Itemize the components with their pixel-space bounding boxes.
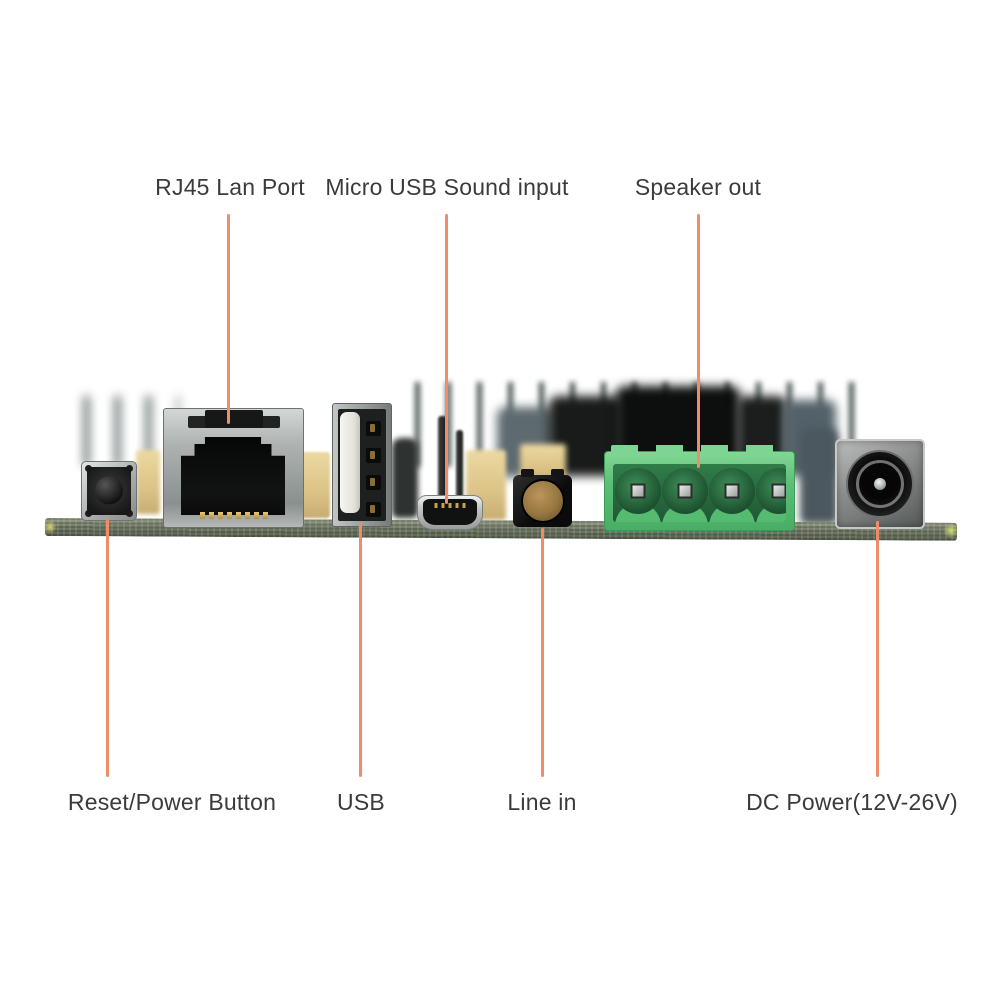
wire-connector xyxy=(136,450,160,514)
usb-a-port-component xyxy=(332,403,392,527)
dc-center-pin xyxy=(874,478,886,490)
label-rj45-lan-port: RJ45 Lan Port xyxy=(155,174,305,200)
terminal-pin xyxy=(630,483,646,499)
dc-power-jack-component xyxy=(835,439,925,529)
leader-line-dc-power xyxy=(876,521,879,777)
label-reset-power-button: Reset/Power Button xyxy=(67,789,277,815)
header-pin xyxy=(438,416,447,498)
usb-tongue xyxy=(340,412,360,513)
label-micro-usb-sound-input: Micro USB Sound input xyxy=(325,174,569,200)
jack-tab xyxy=(521,469,534,477)
terminal-socket xyxy=(756,468,786,514)
terminal-pin xyxy=(677,483,693,499)
usb-contact xyxy=(366,421,381,436)
button-plunger xyxy=(95,476,123,505)
leader-line-usb xyxy=(359,523,362,777)
reset-power-button-component xyxy=(81,461,137,521)
line-in-jack-component xyxy=(513,469,572,527)
leader-line-speaker-out xyxy=(697,214,700,468)
usb-contact xyxy=(366,502,381,517)
terminal-pin xyxy=(771,483,786,499)
rj45-lan-port-component xyxy=(163,408,304,528)
terminal-socket xyxy=(709,468,755,514)
capacitor xyxy=(392,438,418,518)
leader-line-line-in xyxy=(541,528,544,777)
micro-usb-pins xyxy=(434,503,466,508)
rj45-gold-pins xyxy=(199,512,268,519)
header-pin xyxy=(456,430,463,498)
line-in-hole xyxy=(520,479,565,523)
label-dc-power: DC Power(12V-26V) xyxy=(746,789,958,815)
rj45-opening xyxy=(181,437,285,515)
leader-line-rj45 xyxy=(227,214,230,424)
usb-contact xyxy=(366,475,381,490)
terminal-panel xyxy=(613,464,786,522)
leader-line-reset xyxy=(106,519,109,777)
label-usb: USB xyxy=(337,789,385,815)
capacitor xyxy=(800,428,838,524)
terminal-pin xyxy=(724,483,740,499)
usb-contact xyxy=(366,448,381,463)
label-speaker-out: Speaker out xyxy=(634,174,762,200)
micro-usb-port-component xyxy=(417,495,483,530)
terminal-socket xyxy=(662,468,708,514)
wire-connector xyxy=(299,452,330,518)
leader-line-micro-usb xyxy=(445,214,448,504)
dc-inner-ring xyxy=(856,460,904,508)
speaker-terminal-block-component xyxy=(604,445,795,531)
rj45-latch xyxy=(204,410,263,428)
terminal-socket xyxy=(615,468,661,514)
label-line-in: Line in xyxy=(507,789,577,815)
jack-tab xyxy=(551,469,564,477)
